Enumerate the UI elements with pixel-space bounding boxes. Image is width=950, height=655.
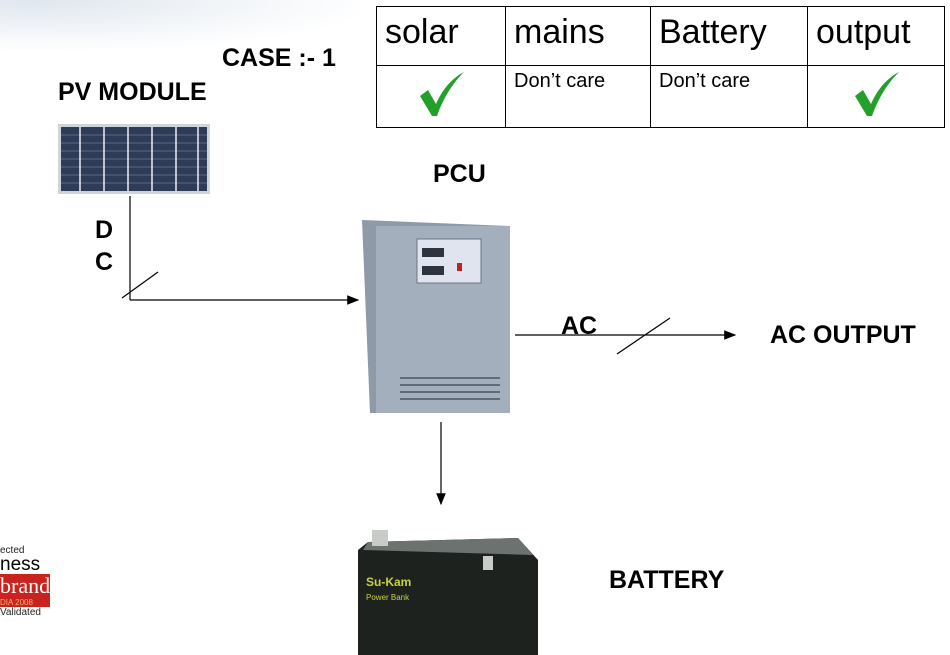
solar-cell (376, 65, 506, 128)
svg-text:Power Bank: Power Bank (366, 593, 410, 602)
case-title: CASE :- 1 (222, 44, 336, 72)
logo-brand: brand (0, 573, 51, 598)
pv-module-label: PV MODULE (58, 78, 207, 106)
battery-label: BATTERY (609, 566, 725, 594)
dc-label-c: C (95, 248, 114, 276)
header-solar: solar (376, 6, 506, 66)
ac-output-label: AC OUTPUT (770, 321, 916, 349)
check-icon (420, 71, 464, 116)
battery-image: Su-Kam Power Bank (358, 530, 538, 655)
ac-slash (616, 317, 671, 355)
logo-text-3: Validated (0, 607, 41, 618)
logo-text-1: ected (0, 545, 25, 556)
battery-cell: Don’t care (650, 65, 808, 128)
header-output: output (807, 6, 945, 66)
header-mains: mains (505, 6, 651, 66)
case-table: solar mains Battery output Don’t care Do… (376, 6, 945, 128)
pcu-label: PCU (433, 160, 486, 188)
logo-text-2: ness (0, 554, 41, 575)
dc-slash (121, 271, 159, 299)
mains-cell: Don’t care (505, 65, 651, 128)
pcu-image (362, 220, 510, 413)
logo-year: DIA 2008 (0, 598, 33, 607)
solar-panel-image (58, 124, 210, 194)
svg-text:Su-Kam: Su-Kam (366, 575, 411, 589)
header-battery: Battery (650, 6, 808, 66)
check-icon (855, 71, 899, 116)
dc-label-d: D (95, 216, 114, 244)
output-cell (807, 65, 945, 128)
